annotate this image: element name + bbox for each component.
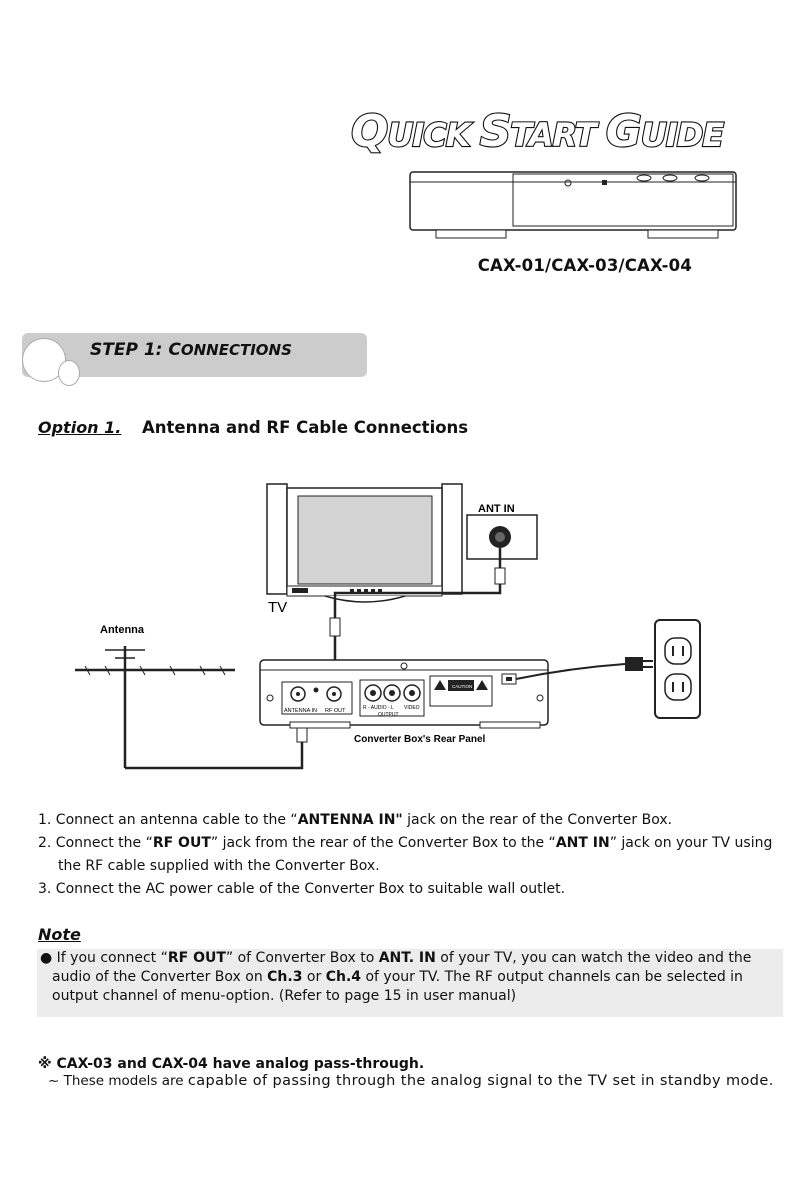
panel-caption: Converter Box's Rear Panel (354, 734, 486, 745)
instruction-step-2-cont: the RF cable supplied with the Converter… (58, 858, 380, 874)
jack-video-label: VIDEO (404, 705, 420, 711)
step-label: STEP 1: (90, 340, 163, 360)
passthrough-text: ~ These models are capable of passing th… (48, 1073, 774, 1089)
title-cap-2: S (480, 106, 511, 157)
antenna-label: Antenna (100, 624, 145, 636)
antenna-illustration (75, 646, 235, 768)
step-bubble-small (58, 360, 80, 386)
instruction-step-1: 1. Connect an antenna cable to the “ANTE… (38, 812, 673, 828)
option-label: Option 1. (38, 418, 122, 437)
jack-antenna-in-label: ANTENNA IN (284, 708, 317, 714)
page-title: QUICK START GUIDE (345, 104, 795, 160)
converter-box-rear-panel (259, 659, 549, 729)
option-title: Antenna and RF Cable Connections (142, 418, 469, 437)
svg-text:QUICK START GUIDE: QUICK START GUIDE (351, 106, 724, 157)
title-rest-1: UICK (387, 116, 472, 154)
jack-audio-label: R - AUDIO - L (363, 705, 394, 711)
instruction-step-3: 3. Connect the AC power cable of the Con… (38, 881, 566, 897)
model-number: CAX-01/CAX-03/CAX-04 (477, 256, 692, 275)
step-heading: STEP 1: CONNECTIONS (90, 340, 292, 360)
title-cap-3: G (606, 106, 641, 157)
jack-rf-out-label: RF OUT (325, 708, 346, 714)
step-rest: ONNECTIONS (180, 341, 292, 359)
note-box (37, 949, 783, 1017)
tv-label: TV (268, 599, 287, 616)
note-title: Note (38, 925, 81, 944)
output-label: OUTPUT (378, 712, 399, 718)
title-rest-3: UIDE (641, 116, 724, 154)
device-front-illustration (408, 170, 738, 242)
step-cap: C (168, 340, 181, 360)
connection-diagram: TV ANT IN Antenna (70, 478, 730, 778)
title-rest-2: TART (510, 116, 598, 154)
caution-label: CAUTION (452, 684, 472, 689)
passthrough-title: ※ CAX-03 and CAX-04 have analog pass-thr… (38, 1056, 425, 1072)
note-text: ● If you connect “RF OUT” of Converter B… (40, 950, 752, 1004)
title-graphic: QUICK START GUIDE (350, 105, 726, 158)
ant-in-label: ANT IN (478, 503, 515, 515)
instruction-step-2: 2. Connect the “RF OUT” jack from the re… (38, 835, 773, 851)
wall-outlet-illustration (654, 619, 701, 719)
title-cap-1: Q (351, 106, 387, 157)
tv-illustration (266, 483, 463, 603)
